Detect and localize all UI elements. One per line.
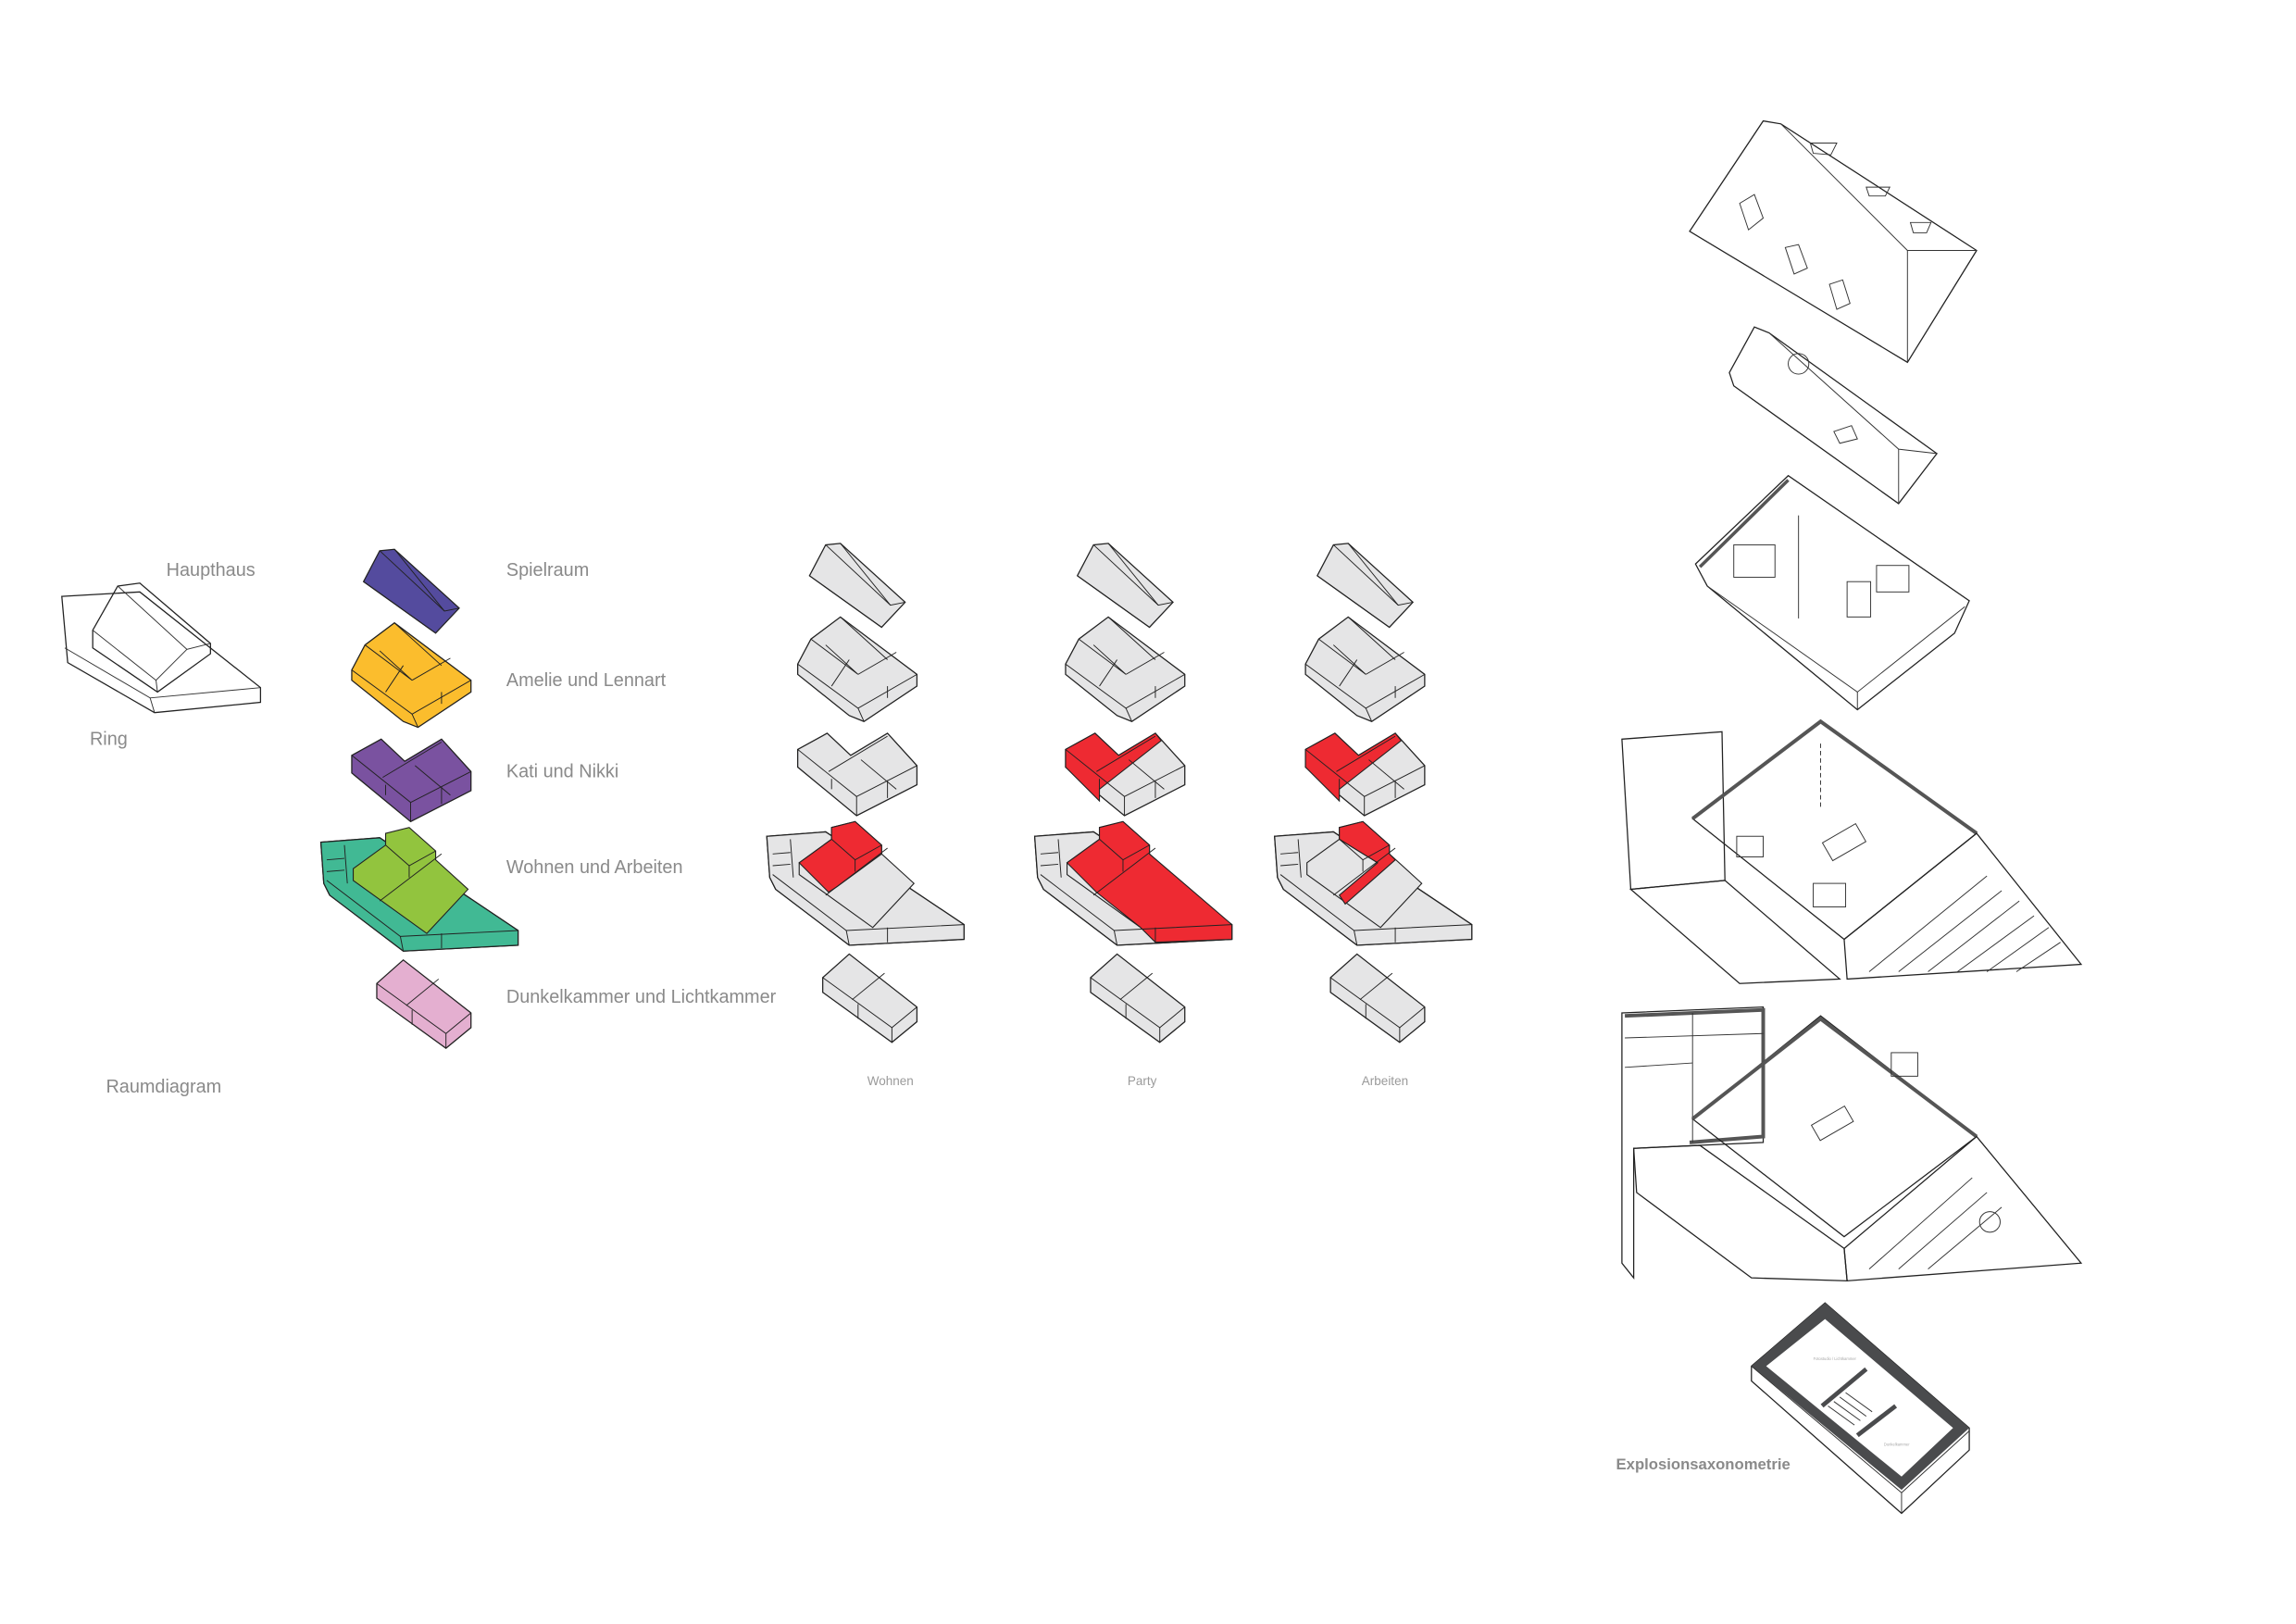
raumdiagram-massing [61,582,262,714]
explosion-title: Explosionsaxonometrie [1616,1455,1791,1473]
ground-floor-level [1621,718,2083,984]
volume-wohnen-arbeiten [1033,820,1233,946]
volume-kati-nikki [1065,732,1186,817]
scenario-stack-arbeiten [1274,543,1473,1043]
volume-wohnen-arbeiten [1274,820,1473,946]
legend-label-spielraum: Spielraum [506,560,589,581]
highlight-arbeiten-core [1338,820,1396,906]
volume-amelie-lennart [351,621,472,729]
scenario-stack-party [1033,543,1233,1043]
volume-dunkelkammer [376,958,472,1049]
haupthaus-label: Haupthaus [167,560,256,581]
massing-stacks [319,543,1473,1049]
roof-level [1689,119,1978,364]
table-icon [1978,1211,2001,1233]
skylight-icon [1739,142,1932,310]
scenario-stack-wohnen [766,543,965,1043]
volume-amelie-lennart [797,616,918,722]
volume-kati-nikki [797,732,918,817]
inner-block [352,827,469,934]
volume-spielraum [1076,543,1174,629]
cellar-level: Fotostudio / Lichtkammer Dunkelkammer [1751,1302,1970,1515]
attic-level [1728,326,1939,505]
scenario-label-party: Party [1128,1074,1157,1088]
haupthaus-volume [92,582,211,693]
volume-kati-nikki [1304,732,1426,817]
room-label-lichtkammer: Fotostudio / Lichtkammer [1814,1356,1857,1361]
legend-label-wohnen-arbeiten: Wohnen und Arbeiten [506,857,683,878]
basement-level [1621,1006,2083,1282]
legend-label-kati-nikki: Kati und Nikki [506,762,618,782]
volume-kati-nikki [351,738,472,823]
highlight-kati-left [1304,732,1403,803]
highlight-kati-left [1065,732,1163,803]
volume-dunkelkammer [822,953,918,1043]
stair-icon [1828,1392,1873,1426]
raumdiagram-title: Raumdiagram [106,1077,221,1097]
volume-dunkelkammer [1329,953,1426,1043]
volume-spielraum [808,543,906,629]
upper-floor-level [1694,474,1970,711]
volume-dunkelkammer [1090,953,1186,1043]
scenario-label-wohnen: Wohnen [867,1074,914,1088]
ring-label: Ring [90,730,128,750]
terrace-stripes [1868,875,2061,972]
volume-amelie-lennart [1304,616,1426,722]
scenario-label-arbeiten: Arbeiten [1362,1074,1408,1088]
volume-wohnen-arbeiten [319,827,519,952]
room-label-dunkelkammer: Dunkelkammer [1884,1442,1910,1446]
volume-amelie-lennart [1065,616,1186,722]
explosion-axonometry: Fotostudio / Lichtkammer Dunkelkammer [1621,119,2083,1515]
highlight-party-base [1066,820,1233,943]
ring-volume [61,591,262,714]
legend-label-dunkelkammer: Dunkelkammer und Lichtkammer [506,987,777,1007]
legend-stack [319,548,519,1049]
volume-spielraum [1316,543,1415,629]
volume-wohnen-arbeiten [766,820,965,946]
legend-label-amelie-lennart: Amelie und Lennart [506,670,667,691]
volume-spielraum [362,548,460,634]
